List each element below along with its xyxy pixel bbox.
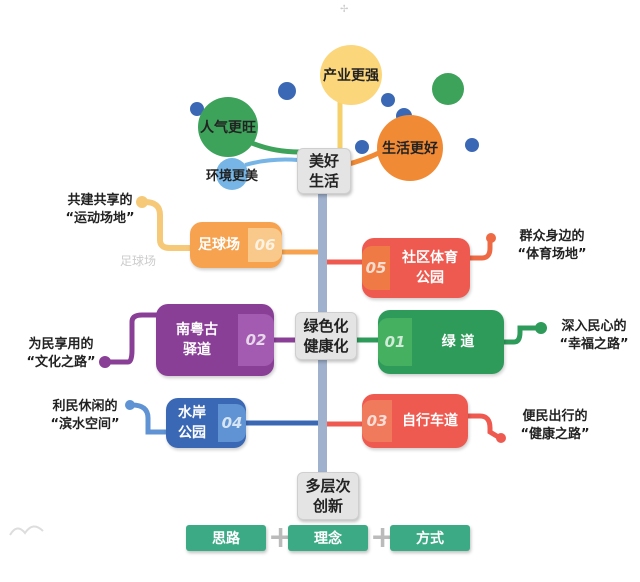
card-bikeway-num: 03 [362, 400, 392, 442]
top-mark: ✢ [340, 4, 348, 15]
card-football: 足球场 06 [190, 222, 282, 268]
card-nanyue: 南粤古 驿道 02 [156, 304, 274, 376]
label-environment: 环境更美 [206, 168, 259, 184]
button-method: 方式 [390, 525, 470, 551]
branch-line-nanyue-note [108, 312, 158, 365]
dot-waterfront [125, 400, 135, 410]
card-waterfront: 水岸 公园 04 [166, 398, 246, 448]
button-thinking: 思路 [186, 525, 266, 551]
card-community-label: 社区体育 公园 [402, 250, 458, 286]
dot-nanyue [99, 356, 111, 368]
card-football-label: 足球场 [198, 237, 240, 253]
dot-football [136, 196, 148, 208]
branch-line-environment [244, 157, 299, 167]
branch-line-football-note [144, 199, 190, 251]
branch-line-waterfront-note [131, 402, 166, 435]
branch-line-greenway-note [504, 325, 538, 345]
decor-dot [355, 140, 369, 154]
branch-line-bikeway-note [468, 413, 502, 441]
center-label-middle: 绿色化 健康化 [295, 312, 357, 360]
label-life: 生活更好 [382, 141, 438, 157]
button-concept: 理念 [288, 525, 368, 551]
branch-line-community-note [470, 240, 493, 261]
circle-life: 生活更好 [377, 115, 443, 181]
card-bikeway-label: 自行车道 [402, 413, 458, 429]
note-bikeway: 便民出行的 “健康之路” [520, 409, 590, 442]
faint-stamp: 足球场 [120, 254, 157, 268]
center-label-bottom: 多层次 创新 [297, 472, 359, 520]
card-waterfront-num: 04 [218, 404, 246, 442]
circle-environment: 环境更美 [206, 158, 258, 190]
circle-industry: 产业更强 [320, 45, 382, 105]
card-community-num: 05 [362, 246, 390, 290]
card-football-num: 06 [248, 228, 282, 262]
note-greenway: 深入民心的 “幸福之路” [559, 319, 629, 352]
dot-bikeway [496, 433, 506, 443]
label-popularity: 人气更旺 [200, 120, 256, 136]
corner-doodle [9, 525, 44, 536]
dot-greenway [535, 322, 547, 334]
note-waterfront: 利民休闲的 “滨水空间” [50, 399, 120, 432]
note-nanyue: 为民享用的 “文化之路” [26, 337, 96, 370]
label-industry: 产业更强 [323, 68, 379, 84]
card-bikeway: 03 自行车道 [362, 394, 468, 448]
note-football: 共建共享的 “运动场地” [65, 193, 135, 226]
circle-popularity: 人气更旺 [198, 97, 258, 157]
card-community: 05 社区体育 公园 [362, 238, 470, 298]
card-nanyue-label: 南粤古 驿道 [176, 322, 218, 358]
decor-dot [465, 138, 479, 152]
dot-community [486, 233, 496, 243]
decor-dot [432, 73, 464, 105]
card-nanyue-num: 02 [238, 314, 274, 366]
center-label-top: 美好 生活 [297, 148, 351, 194]
card-greenway-num: 01 [378, 318, 412, 366]
note-community: 群众身边的 “体育场地” [517, 229, 587, 262]
card-waterfront-label: 水岸 公园 [178, 405, 206, 441]
decor-dot [381, 93, 395, 107]
card-greenway: 01 绿 道 [378, 310, 504, 374]
card-greenway-label: 绿 道 [441, 334, 475, 350]
decor-dot [278, 82, 296, 100]
